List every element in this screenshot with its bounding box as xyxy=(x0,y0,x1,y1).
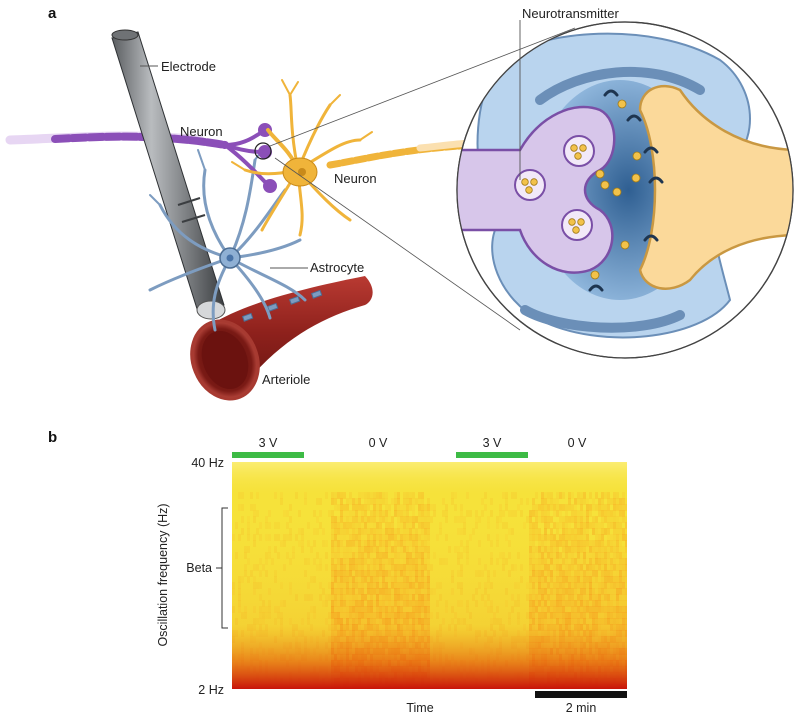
stim-bar-3 xyxy=(456,452,528,458)
panel-a-letter: a xyxy=(48,5,57,22)
callout-lines xyxy=(140,20,521,269)
stim-label-4: 0 V xyxy=(568,436,587,450)
scale-bar xyxy=(535,691,627,698)
electrode xyxy=(111,29,226,320)
spectrogram xyxy=(232,462,627,689)
x-axis-title: Time xyxy=(406,701,433,715)
electrode-label: Electrode xyxy=(161,59,216,74)
arteriole-label: Arteriole xyxy=(262,372,310,387)
neuron-right-label: Neuron xyxy=(334,171,377,186)
purple-neuron xyxy=(223,123,277,193)
stimulation-bars xyxy=(232,452,528,458)
beta-label: Beta xyxy=(186,561,212,575)
zoom-lines xyxy=(269,27,576,331)
purple-axon xyxy=(5,131,229,149)
synapse-zoom xyxy=(456,21,794,359)
beta-bracket xyxy=(216,507,228,629)
y-top-label: 40 Hz xyxy=(191,456,224,470)
y-bottom-label: 2 Hz xyxy=(198,683,224,697)
scale-bar-label: 2 min xyxy=(566,701,597,715)
arteriole xyxy=(190,276,373,401)
stim-bar-1 xyxy=(232,452,304,458)
y-axis-title: Oscillation frequency (Hz) xyxy=(156,503,170,646)
stim-label-2: 0 V xyxy=(369,436,388,450)
neuron-left-label: Neuron xyxy=(180,124,223,139)
synapse-highlight-circle xyxy=(254,142,272,160)
astrocyte-label: Astrocyte xyxy=(310,260,364,275)
stim-label-3: 3 V xyxy=(483,436,502,450)
neurotransmitter-label: Neurotransmitter xyxy=(522,6,619,21)
panel-b-letter: b xyxy=(48,429,57,446)
stim-label-1: 3 V xyxy=(259,436,278,450)
yellow-neuron xyxy=(231,79,474,237)
